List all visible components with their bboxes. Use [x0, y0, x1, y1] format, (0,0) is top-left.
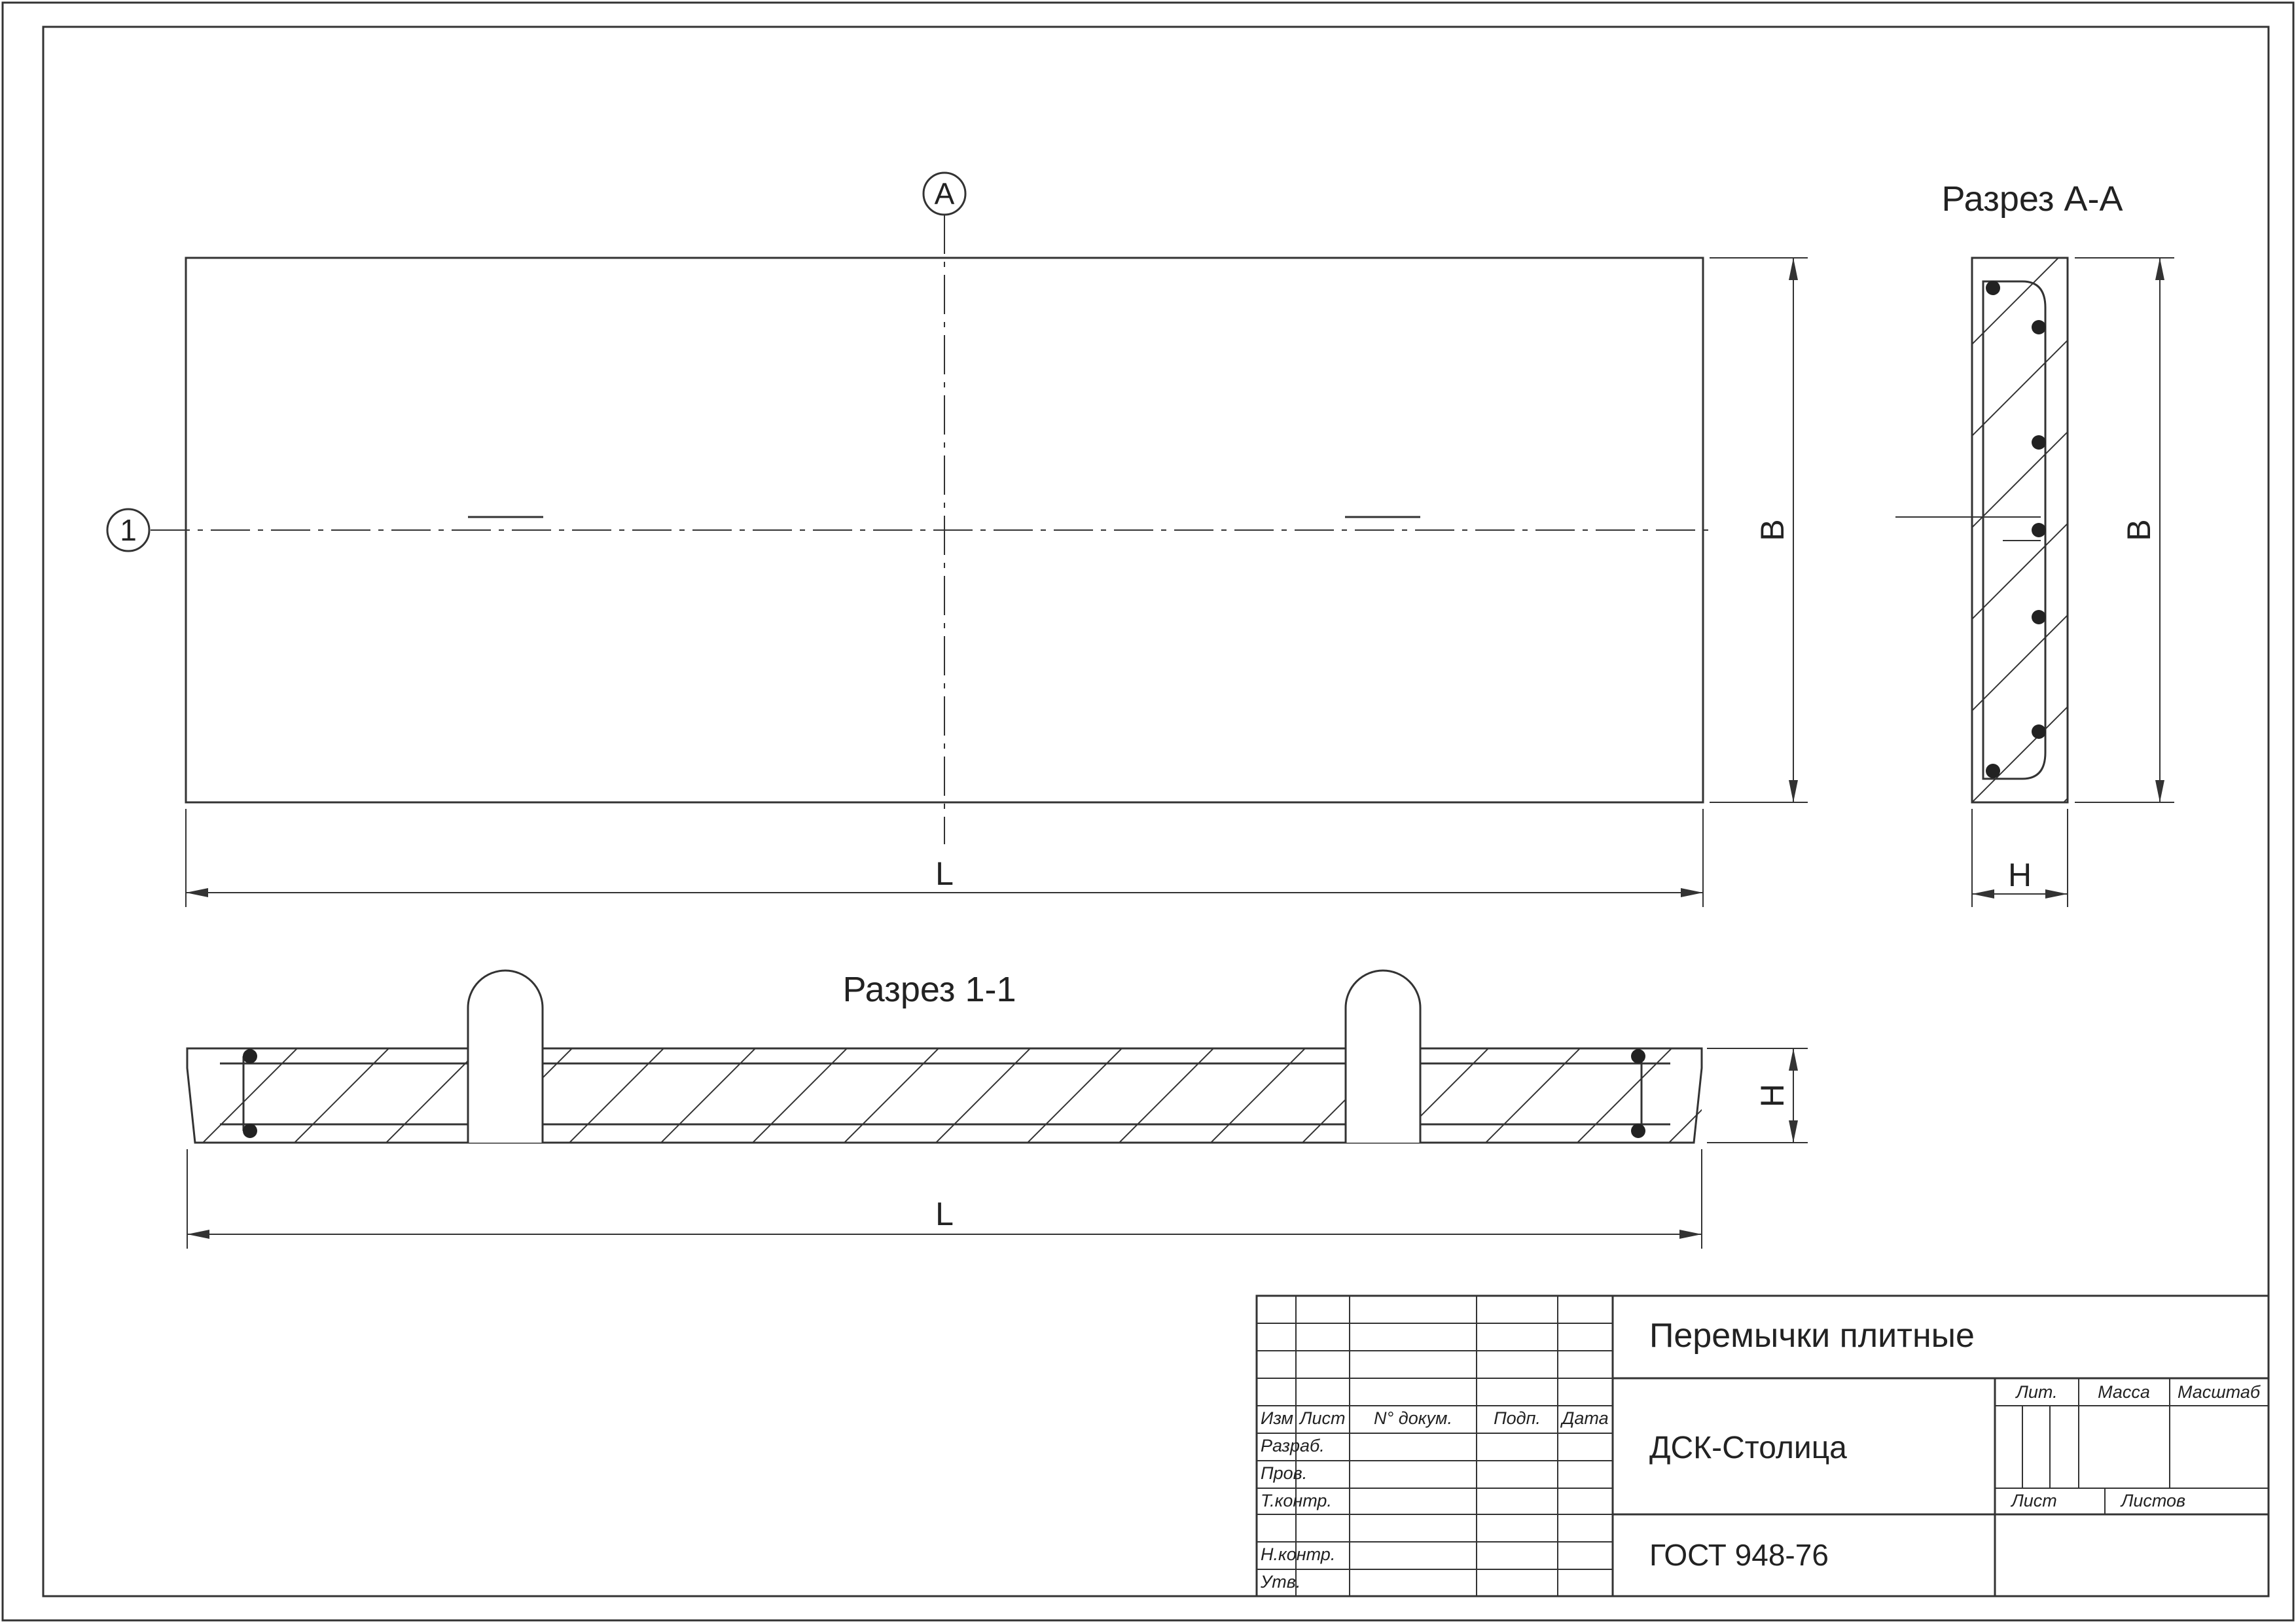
sheets-label: Листов — [2120, 1491, 2185, 1510]
section-aa-hatching — [1972, 258, 2068, 802]
title-block-text: Перемычки плитные ДСК-Столица ГОСТ 948-7… — [1260, 1317, 2261, 1592]
rebar-dots-11 — [243, 1049, 1645, 1138]
section-11-view: Разрез 1-1 — [186, 969, 1808, 1249]
axis-marker-a-label: A — [935, 177, 955, 211]
section-11-outline — [186, 1047, 1703, 1144]
aa-dim-h-arrow-right — [2045, 889, 2068, 899]
mass-label: Масса — [2098, 1382, 2150, 1402]
dim-b-label: B — [1754, 519, 1791, 541]
rebar-cage-aa — [1982, 280, 2047, 780]
role-checked-label: Пров. — [1261, 1463, 1307, 1483]
s11-dim-l-arrow-right — [1679, 1230, 1702, 1239]
dim-l-arrow-left — [186, 888, 208, 897]
lifting-loop-left — [467, 969, 544, 1143]
s11-dim-l-label: L — [935, 1196, 954, 1232]
organization-name: ДСК-Столица — [1649, 1431, 1847, 1465]
rebar-dots-aa — [1986, 281, 2046, 778]
section-11-title: Разрез 1-1 — [842, 970, 1016, 1009]
standard-number: ГОСТ 948-76 — [1649, 1538, 1829, 1572]
role-approved-label: Утв. — [1260, 1572, 1300, 1592]
axis-marker-1-circle — [106, 508, 151, 552]
dim-b-arrow-bottom — [1789, 780, 1798, 802]
lifting-loop-right — [1344, 969, 1422, 1143]
dim-l-arrow-right — [1681, 888, 1703, 897]
section-11-hatching — [202, 1048, 1702, 1143]
plan-view: A 1 B L — [106, 171, 1808, 907]
axis-marker-a-circle — [922, 171, 967, 216]
aa-dim-b-arrow-top — [2155, 258, 2164, 280]
sheet-label: Лист — [2010, 1491, 2057, 1510]
role-developed-label: Разраб. — [1261, 1436, 1325, 1455]
section-aa-view: Разрез А-А B — [1895, 179, 2174, 907]
scale-label: Масштаб — [2178, 1382, 2261, 1402]
col-signature-label: Подп. — [1494, 1408, 1541, 1428]
col-list-label: Лист — [1299, 1408, 1346, 1428]
s11-dim-h-arrow-bottom — [1789, 1120, 1798, 1143]
aa-dim-b-label: B — [2121, 519, 2157, 541]
title-block-outline — [1255, 1294, 2270, 1597]
aa-dim-h-arrow-left — [1972, 889, 1994, 899]
axis-marker-1-label: 1 — [120, 513, 137, 547]
dim-b-arrow-top — [1789, 258, 1798, 280]
section-aa-outline — [1971, 257, 2069, 804]
aa-dim-h-label: H — [2008, 857, 2032, 893]
s11-dim-l-arrow-left — [187, 1230, 209, 1239]
s11-dim-h-label: H — [1754, 1084, 1791, 1107]
aa-dim-b-arrow-bottom — [2155, 780, 2164, 802]
role-n-control-label: Н.контр. — [1261, 1544, 1335, 1564]
col-izm-label: Изм — [1261, 1408, 1293, 1428]
role-t-control-label: Т.контр. — [1261, 1491, 1332, 1510]
section-aa-title: Разрез А-А — [1941, 179, 2123, 219]
dim-l-label: L — [935, 855, 954, 892]
title-block — [1255, 1294, 2270, 1597]
col-doc-number-label: N° докум. — [1374, 1408, 1452, 1428]
s11-dim-h-arrow-top — [1789, 1048, 1798, 1071]
drawing-frame — [42, 26, 2270, 1597]
letter-label: Лит. — [2015, 1382, 2057, 1402]
product-name: Перемычки плитные — [1649, 1317, 1975, 1355]
col-date-label: Дата — [1560, 1408, 1608, 1428]
